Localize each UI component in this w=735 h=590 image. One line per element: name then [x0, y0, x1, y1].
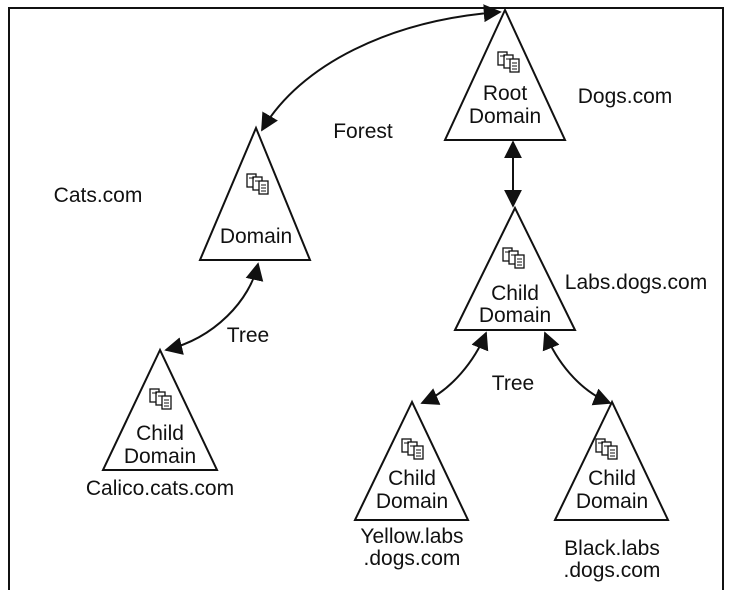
- calico-domain-label: Calico.cats.com: [86, 477, 234, 500]
- black-domain-line2: Domain: [576, 490, 648, 513]
- cats-domain-triangle: [198, 125, 312, 261]
- forest-link: [261, 4, 502, 132]
- root-domain-line1: Root: [483, 82, 528, 105]
- root-domain-triangle: [443, 7, 567, 141]
- labs-domain-line1: Child: [491, 282, 539, 305]
- black-domain-label-1: Black.labs: [564, 537, 660, 560]
- tree-relation-label-left: Tree: [227, 324, 269, 347]
- root-domain-label: Dogs.com: [578, 85, 673, 108]
- black-domain-label-2: .dogs.com: [564, 559, 661, 582]
- yellow-domain-line1: Child: [388, 467, 436, 490]
- yellow-domain-label-1: Yellow.labs: [360, 525, 463, 548]
- yellow-domain-label-2: .dogs.com: [364, 547, 461, 570]
- tree-relation-label-right: Tree: [492, 372, 534, 395]
- yellow-domain-triangle: [353, 399, 470, 521]
- tree-link-right-yellow: [420, 331, 489, 405]
- black-domain-triangle: [553, 399, 670, 521]
- calico-domain-node: Child Domain: [101, 347, 219, 471]
- calico-domain-line2: Domain: [124, 445, 196, 468]
- labs-domain-line2: Domain: [479, 304, 551, 327]
- labs-domain-node: Child Domain: [453, 205, 577, 331]
- calico-domain-triangle: [101, 347, 219, 471]
- cats-domain-label: Cats.com: [54, 184, 143, 207]
- root-domain-node: Root Domain: [443, 7, 567, 141]
- black-domain-line1: Child: [588, 467, 636, 490]
- labs-domain-label: Labs.dogs.com: [565, 271, 707, 294]
- tree-link-right-black: [542, 331, 612, 406]
- cats-domain-line1: Domain: [220, 225, 292, 248]
- labs-domain-triangle: [453, 205, 577, 331]
- forest-relation-label: Forest: [333, 120, 393, 143]
- cats-domain-node: Domain: [198, 125, 312, 261]
- tree-link-left: [164, 262, 264, 355]
- black-domain-node: Child Domain: [553, 399, 670, 521]
- root-domain-line2: Domain: [469, 105, 541, 128]
- yellow-domain-line2: Domain: [376, 490, 448, 513]
- calico-domain-line1: Child: [136, 422, 184, 445]
- yellow-domain-node: Child Domain: [353, 399, 470, 521]
